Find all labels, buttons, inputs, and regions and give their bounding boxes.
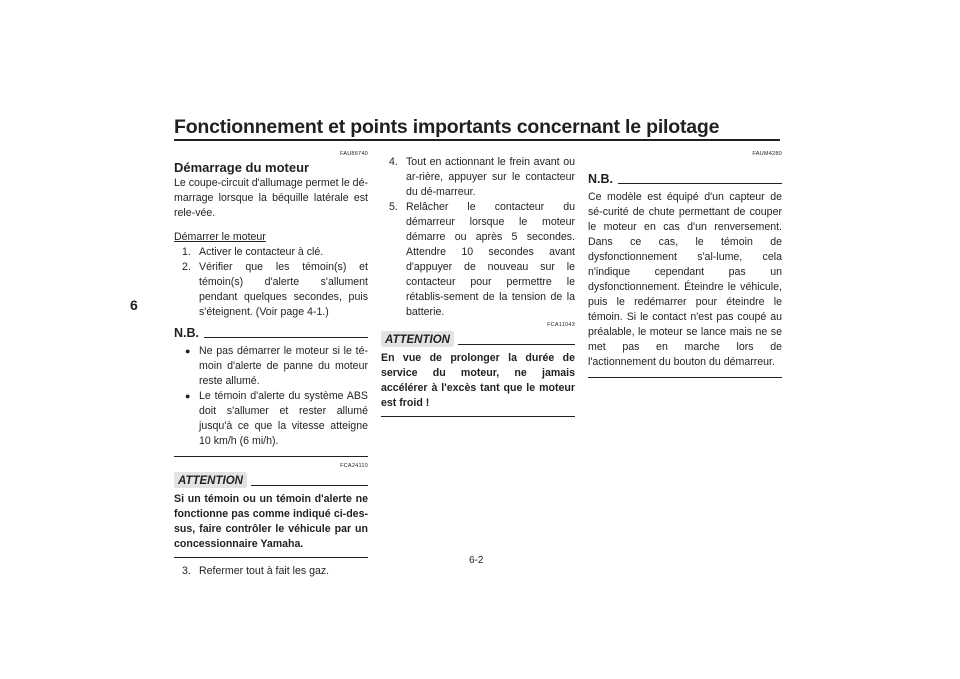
- nb-bullet: ● Ne pas démarrer le moteur si le té-moi…: [174, 344, 368, 389]
- attention-badge: ATTENTION: [174, 472, 247, 488]
- step-number: 5.: [389, 201, 398, 213]
- nb-end-rule: [588, 377, 782, 378]
- bullet-text: Le témoin d'alerte du système ABS doit s…: [199, 390, 368, 447]
- nb-text: Ce modèle est équipé d'un capteur de sé-…: [588, 191, 782, 368]
- step-text: Relâcher le contacteur du démarreur lors…: [406, 201, 575, 318]
- nb-bullet: ● Le témoin d'alerte du système ABS doit…: [174, 389, 368, 449]
- attention-header: ATTENTION: [381, 331, 575, 347]
- nb-rule: [204, 337, 368, 338]
- nb-rule: [618, 183, 782, 184]
- page-title: Fonctionnement et points importants conc…: [174, 116, 720, 138]
- step-number: 1.: [182, 246, 191, 258]
- bullet-dot-icon: ●: [185, 391, 191, 401]
- chapter-tab: 6: [130, 297, 138, 313]
- nb-label: N.B.: [174, 326, 199, 340]
- step-item: 3. Refermer tout à fait les gaz.: [174, 564, 368, 579]
- subheading: Démarrer le moteur: [174, 231, 266, 243]
- page-number: 6-2: [469, 555, 484, 566]
- intro-paragraph: Le coupe-circuit d'allumage permet le dé…: [174, 177, 368, 219]
- attention-header: ATTENTION: [174, 472, 368, 488]
- bullet-text: Ne pas démarrer le moteur si le té-moin …: [199, 345, 368, 387]
- step-number: 3.: [182, 565, 191, 577]
- nb-header: N.B.: [588, 172, 782, 187]
- reference-code: FCA11043: [547, 322, 575, 328]
- step-item: 5. Relâcher le contacteur du démarreur l…: [381, 200, 575, 320]
- step-text: Vérifier que les témoin(s) et témoin(s) …: [199, 261, 368, 318]
- step-text: Activer le contacteur à clé.: [199, 246, 324, 258]
- step-item: 2. Vérifier que les témoin(s) et témoin(…: [174, 260, 368, 320]
- attention-badge: ATTENTION: [381, 331, 454, 347]
- nb-end-rule: [174, 456, 368, 457]
- column-1: FAU86740 Démarrage du moteur Le coupe-ci…: [174, 150, 368, 579]
- attention-rule: [250, 485, 368, 486]
- step-number: 4.: [389, 156, 398, 168]
- nb-header: N.B.: [174, 326, 368, 341]
- attention-end-rule: [381, 416, 575, 417]
- nb-label: N.B.: [588, 172, 613, 186]
- attention-rule: [457, 344, 575, 345]
- step-text: Tout en actionnant le frein avant ou ar-…: [406, 156, 575, 198]
- column-3: FAUM4280 N.B. Ce modèle est équipé d'un …: [588, 150, 782, 378]
- title-rule: [174, 139, 780, 141]
- reference-code: FAU86740: [339, 151, 368, 157]
- reference-code: FAUM4280: [752, 151, 782, 157]
- section-heading: Démarrage du moteur: [174, 160, 310, 175]
- step-number: 2.: [182, 261, 191, 273]
- attention-end-rule: [174, 557, 368, 558]
- step-item: 4. Tout en actionnant le frein avant ou …: [381, 155, 575, 200]
- step-text: Refermer tout à fait les gaz.: [199, 565, 330, 577]
- step-item: 1. Activer le contacteur à clé.: [174, 245, 368, 260]
- attention-text: Si un témoin ou un témoin d'alerte ne fo…: [174, 493, 368, 550]
- bullet-dot-icon: ●: [185, 346, 191, 356]
- column-2: 4. Tout en actionnant le frein avant ou …: [381, 155, 575, 417]
- reference-code: FCA24110: [340, 463, 368, 469]
- attention-text: En vue de prolonger la durée de service …: [381, 352, 575, 409]
